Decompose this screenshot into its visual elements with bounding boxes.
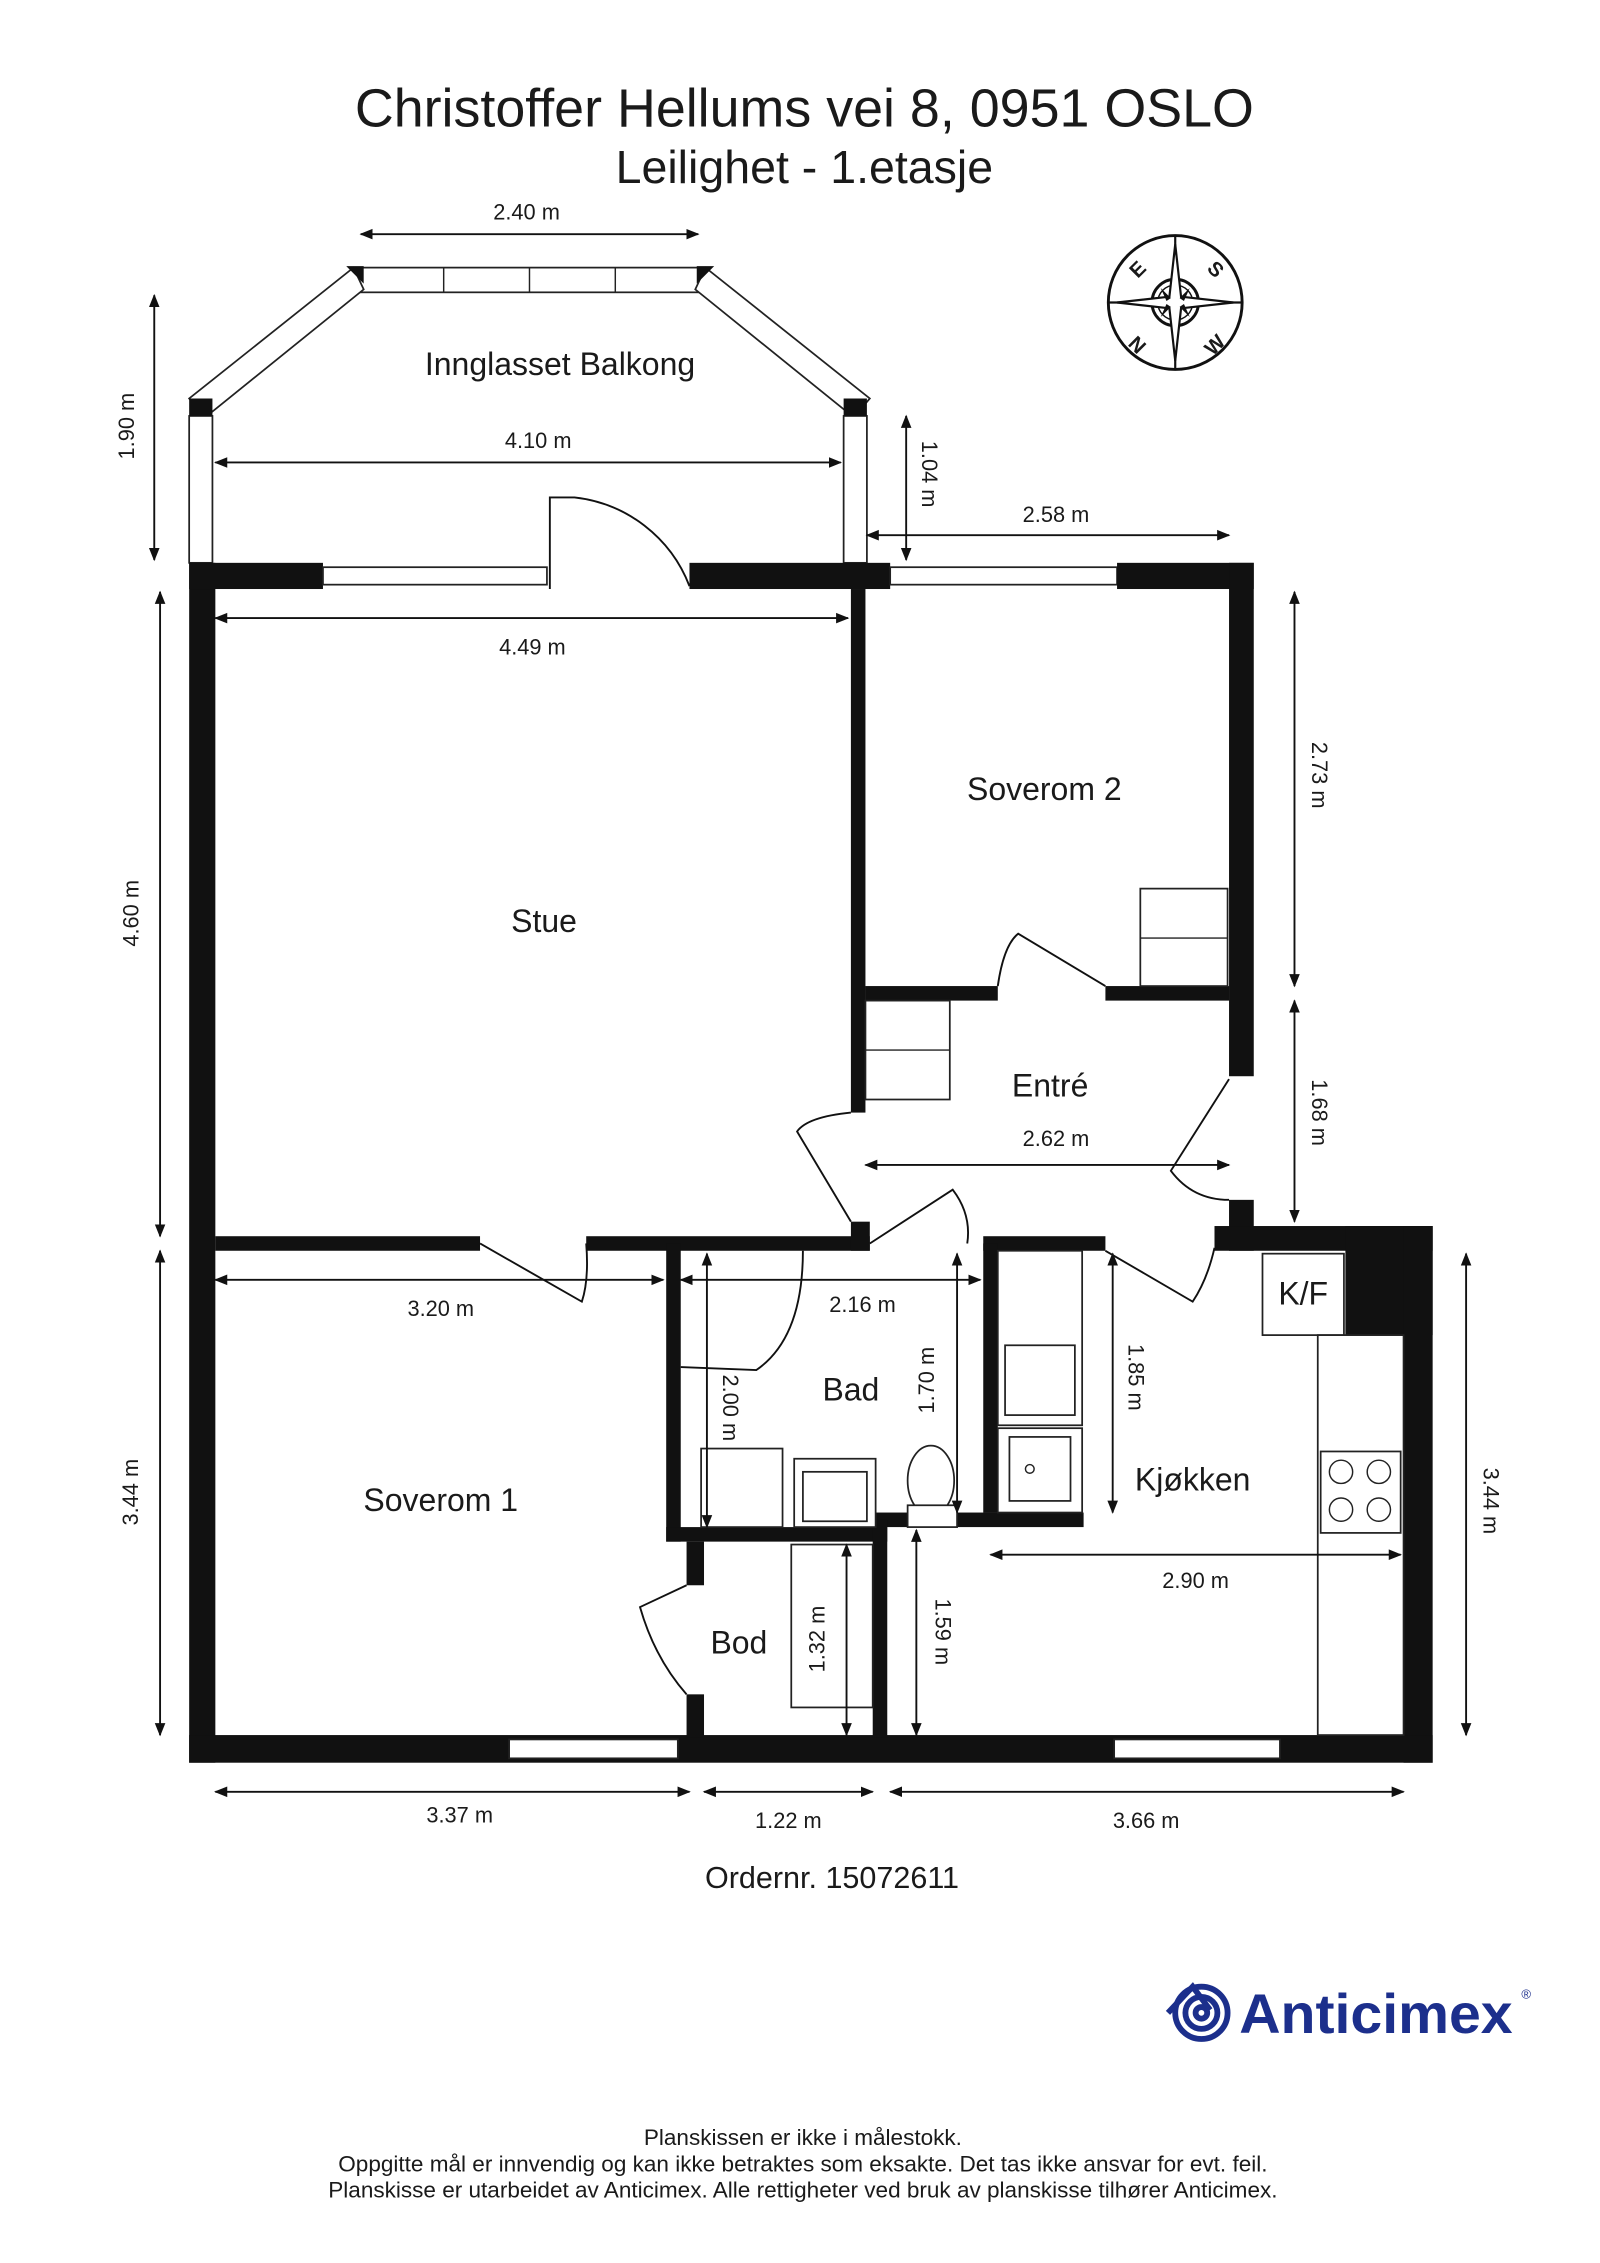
dim-balcony-top: 2.40 m [493, 200, 560, 225]
dim-bath-height-right: 1.70 m [914, 1347, 939, 1414]
dim-living-width: 4.49 m [499, 634, 566, 659]
page-subtitle: Leilighet - 1.etasje [616, 141, 994, 193]
room-label-bedroom1: Soverom 1 [363, 1482, 518, 1518]
dim-bottom-mid: 1.22 m [755, 1808, 822, 1833]
compass-letter-s: S [1202, 257, 1227, 282]
anticimex-logo: Anticimex ® [1165, 1982, 1531, 2045]
dim-entry-width: 2.62 m [1023, 1126, 1090, 1151]
dim-kitchen-inner: 1.85 m [1124, 1344, 1149, 1411]
footer-line-1: Planskissen er ikke i målestokk. [644, 2125, 962, 2150]
dim-living-height: 4.60 m [118, 880, 143, 947]
page-title: Christoffer Hellums vei 8, 0951 OSLO [355, 79, 1254, 139]
fridge-label: K/F [1278, 1276, 1328, 1312]
compass-letter-e: E [1126, 257, 1151, 282]
order-number: Ordernr. 15072611 [705, 1861, 959, 1895]
compass-icon: E S N W [1106, 234, 1244, 371]
dim-bath-height-left: 2.00 m [718, 1375, 743, 1442]
room-label-bath: Bad [822, 1372, 879, 1408]
dimension-lines [148, 228, 1472, 1798]
dim-bedroom2-width: 2.58 m [1023, 502, 1090, 527]
brand-registered: ® [1521, 1986, 1531, 2001]
balcony-glazing [187, 266, 872, 564]
compass-letter-w: W [1201, 330, 1231, 360]
room-label-entry: Entré [1012, 1068, 1088, 1104]
footer-line-3: Planskisse er utarbeidet av Anticimex. A… [328, 2178, 1277, 2203]
dim-bath-width: 2.16 m [829, 1292, 896, 1317]
dim-entry-height: 1.68 m [1307, 1079, 1332, 1146]
dim-kitchen-width: 2.90 m [1162, 1568, 1229, 1593]
dim-balcony-height: 1.90 m [114, 393, 139, 460]
compass-letter-n: N [1124, 333, 1150, 359]
fixtures [700, 887, 1405, 1736]
dim-bedroom1-height: 3.44 m [118, 1459, 143, 1526]
footer-line-2: Oppgitte mål er innvendig og kan ikke be… [338, 2151, 1267, 2176]
walls [189, 562, 1433, 1763]
dim-bottom-right: 3.66 m [1113, 1808, 1180, 1833]
room-label-kitchen: Kjøkken [1135, 1462, 1251, 1498]
room-label-storage: Bod [710, 1625, 767, 1661]
room-label-bedroom2: Soverom 2 [967, 771, 1122, 807]
dim-balcony-width: 4.10 m [505, 428, 572, 453]
dim-storage-height: 1.32 m [805, 1606, 830, 1673]
dim-kitchen-lower: 1.59 m [930, 1598, 955, 1665]
dim-bottom-left: 3.37 m [426, 1802, 493, 1827]
dim-bedroom2-height: 2.73 m [1307, 742, 1332, 809]
room-label-living: Stue [511, 903, 577, 939]
dim-balcony-right: 1.04 m [917, 441, 942, 508]
room-label-balcony: Innglasset Balkong [425, 346, 695, 382]
dim-kitchen-height: 3.44 m [1479, 1468, 1504, 1535]
dim-bedroom1-width: 3.20 m [407, 1296, 474, 1321]
brand-name: Anticimex [1239, 1983, 1513, 2045]
